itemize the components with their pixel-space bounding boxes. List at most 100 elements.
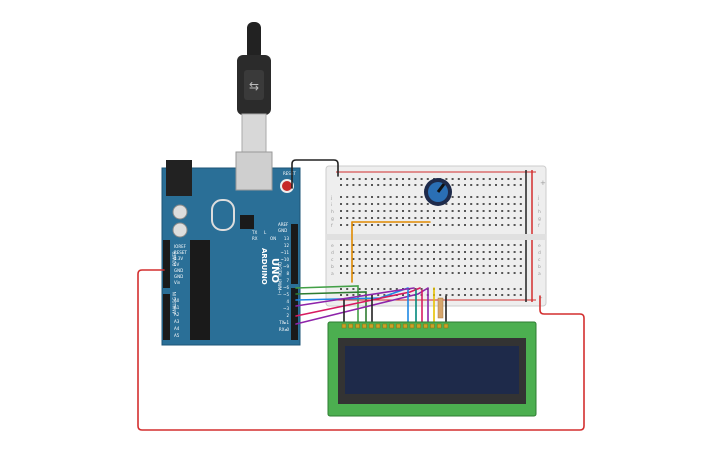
pin-label: IOREF bbox=[174, 244, 187, 249]
potentiometer-knob[interactable] bbox=[436, 183, 446, 193]
row-label: h bbox=[331, 209, 334, 215]
reset-button[interactable] bbox=[280, 179, 294, 193]
lcd-pin[interactable] bbox=[382, 323, 388, 329]
pin-label: RX◂0 bbox=[279, 327, 290, 332]
potentiometer[interactable] bbox=[424, 178, 452, 206]
pin-label: A3 bbox=[174, 319, 180, 324]
row-label: f bbox=[538, 223, 540, 229]
lcd-pin[interactable] bbox=[341, 323, 347, 329]
pin-label: Vin bbox=[174, 280, 181, 285]
row-label: i bbox=[331, 202, 332, 208]
row-label: h bbox=[538, 209, 541, 215]
lcd-16x2[interactable] bbox=[327, 321, 537, 417]
pin-label: 2 bbox=[286, 313, 289, 318]
center-channel bbox=[326, 234, 546, 240]
digital-label: DIGITAL (PWM~) bbox=[277, 262, 282, 296]
reset-label: RESET bbox=[283, 171, 296, 176]
lcd-screen bbox=[345, 346, 519, 394]
wire-pin4-purple[interactable] bbox=[295, 287, 415, 307]
lcd-pin[interactable] bbox=[402, 323, 408, 329]
wire-pin6-green[interactable] bbox=[295, 291, 367, 325]
gnd-label: GND bbox=[278, 228, 287, 233]
digital-header-low[interactable] bbox=[291, 288, 298, 340]
row-label: d bbox=[331, 250, 334, 256]
pin-label: ~3 bbox=[283, 306, 289, 311]
pin-label: 4 bbox=[286, 299, 289, 304]
lcd-pin[interactable] bbox=[389, 323, 394, 329]
lcd-pin[interactable] bbox=[430, 323, 435, 329]
row-label: e bbox=[331, 244, 334, 249]
on-led-label: ON bbox=[270, 236, 276, 241]
row-label: e bbox=[538, 244, 541, 249]
pin-label: ~6 bbox=[283, 285, 289, 290]
row-label: f bbox=[331, 223, 333, 229]
row-label: j bbox=[537, 195, 539, 201]
plus-sign-top: + bbox=[540, 179, 546, 187]
power-jack bbox=[166, 160, 192, 196]
aref-label: AREF bbox=[278, 222, 289, 227]
row-label: c bbox=[538, 258, 541, 263]
analog-label: ANALOG IN bbox=[172, 292, 177, 314]
usb-cable[interactable]: ⇆ bbox=[237, 22, 271, 155]
pin-label: GND bbox=[174, 274, 183, 279]
wire-pin7-green[interactable] bbox=[295, 285, 359, 325]
resistor[interactable] bbox=[437, 297, 444, 319]
row-label: a bbox=[538, 272, 541, 277]
tx-led-label: TX bbox=[251, 230, 257, 235]
lcd-pin[interactable] bbox=[368, 323, 374, 329]
lcd-pin[interactable] bbox=[423, 323, 428, 329]
lcd-pin[interactable] bbox=[362, 323, 367, 329]
arduino-uno-board[interactable]: RESET ARDUINO UNO ANALOG IN POWER DIGITA… bbox=[161, 151, 301, 346]
row-label: d bbox=[538, 250, 541, 256]
l-led-label: L bbox=[264, 230, 267, 235]
crystal bbox=[211, 199, 235, 231]
wire-5v-red[interactable] bbox=[137, 269, 585, 431]
usb-port bbox=[235, 151, 273, 191]
pin-label: 12 bbox=[284, 243, 290, 248]
lcd-pin[interactable] bbox=[375, 323, 381, 329]
pin-label: RESET bbox=[174, 250, 187, 255]
pin-label: TX▸1 bbox=[278, 320, 289, 325]
pin-label: ~10 bbox=[281, 257, 290, 262]
row-label: c bbox=[331, 258, 334, 263]
power-label: POWER bbox=[172, 251, 177, 266]
lcd-pin[interactable] bbox=[409, 323, 415, 329]
pin-label: ~5 bbox=[283, 292, 289, 297]
digital-header-high[interactable] bbox=[291, 224, 298, 284]
lcd-pin[interactable] bbox=[348, 323, 354, 329]
row-label: b bbox=[331, 264, 334, 270]
power-header[interactable] bbox=[163, 240, 170, 288]
lcd-pin[interactable] bbox=[443, 323, 449, 329]
analog-header[interactable] bbox=[163, 294, 170, 340]
capacitor-2 bbox=[172, 222, 188, 238]
pin-label: A4 bbox=[174, 326, 180, 331]
arduino-logo: ARDUINO UNO bbox=[260, 248, 280, 285]
row-label: i bbox=[538, 202, 539, 208]
wire-pin2-purple[interactable] bbox=[295, 287, 429, 325]
capacitor-1 bbox=[172, 204, 188, 220]
board-brand: ARDUINO bbox=[260, 248, 268, 285]
wire-gnd-black[interactable] bbox=[291, 159, 339, 189]
lcd-pin[interactable] bbox=[396, 323, 401, 329]
pin-label: 3.3V bbox=[174, 256, 183, 261]
lcd-pin[interactable] bbox=[416, 323, 422, 329]
row-label: j bbox=[330, 195, 332, 201]
wire-pin3-pink[interactable] bbox=[295, 287, 421, 317]
pin-label: ~11 bbox=[281, 250, 290, 255]
pin-label: A2 bbox=[174, 312, 180, 317]
atmega-chip bbox=[190, 240, 210, 340]
svg-text:⇆: ⇆ bbox=[249, 79, 259, 93]
lcd-pin[interactable] bbox=[436, 323, 442, 329]
pin-label: 8 bbox=[286, 271, 289, 276]
pin-label: 5V bbox=[174, 262, 180, 267]
board-model: UNO bbox=[269, 258, 280, 283]
lcd-pin[interactable] bbox=[355, 323, 360, 329]
pin-label: ~9 bbox=[283, 264, 289, 269]
lcd-pin-header bbox=[341, 323, 449, 329]
